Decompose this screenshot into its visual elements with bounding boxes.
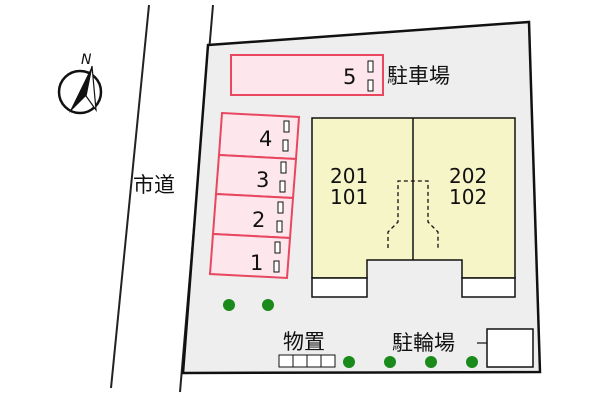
car-stop-icon — [273, 260, 280, 273]
car-stop-icon — [277, 201, 284, 214]
balcony-right — [461, 277, 516, 298]
parking-slot-number: 3 — [256, 168, 269, 192]
car-stop-icon — [367, 60, 374, 73]
bicycle-parking-area — [486, 328, 534, 368]
parking-slot-1: 1 — [208, 232, 292, 280]
parking-slot-number: 5 — [343, 65, 356, 89]
bicycle-parking-label: 駐輪場 — [392, 331, 455, 355]
road-label: 市道 — [133, 173, 175, 197]
tree-icon — [343, 356, 355, 368]
parking-slot-4: 4 — [217, 111, 301, 161]
parking-slot-number: 1 — [250, 251, 263, 275]
apartment-building: 201 101 202 102 — [311, 117, 516, 298]
parking-slot-3: 3 — [214, 153, 298, 200]
car-stop-icon — [283, 120, 290, 133]
parking-slot-5: 5 — [230, 54, 384, 96]
tree-icon — [425, 356, 437, 368]
car-stop-icon — [276, 220, 283, 233]
tree-icon — [223, 299, 235, 311]
road-edge-left — [110, 4, 150, 389]
car-stop-icon — [280, 161, 287, 174]
tree-icon — [262, 299, 274, 311]
unit-left-upper: 201 — [330, 164, 368, 188]
car-stop-icon — [279, 180, 286, 193]
parking-label: 駐車場 — [387, 64, 450, 88]
car-stop-icon — [282, 139, 289, 152]
compass-label: N — [81, 52, 92, 68]
stairs-outline — [387, 180, 439, 248]
parking-slot-number: 4 — [259, 127, 272, 151]
parking-slot-number: 2 — [252, 208, 265, 232]
car-stop-icon — [367, 79, 374, 92]
parking-slot-2: 2 — [211, 192, 295, 240]
storage-units — [278, 354, 336, 368]
balcony-left — [311, 277, 368, 298]
car-stop-icon — [274, 241, 281, 254]
unit-right-upper: 202 — [449, 164, 487, 188]
tree-icon — [466, 356, 478, 368]
unit-right-lower: 102 — [449, 185, 487, 209]
tree-icon — [384, 356, 396, 368]
unit-left-lower: 101 — [330, 185, 368, 209]
storage-label: 物置 — [283, 330, 325, 354]
compass-north-icon: N — [57, 52, 103, 115]
